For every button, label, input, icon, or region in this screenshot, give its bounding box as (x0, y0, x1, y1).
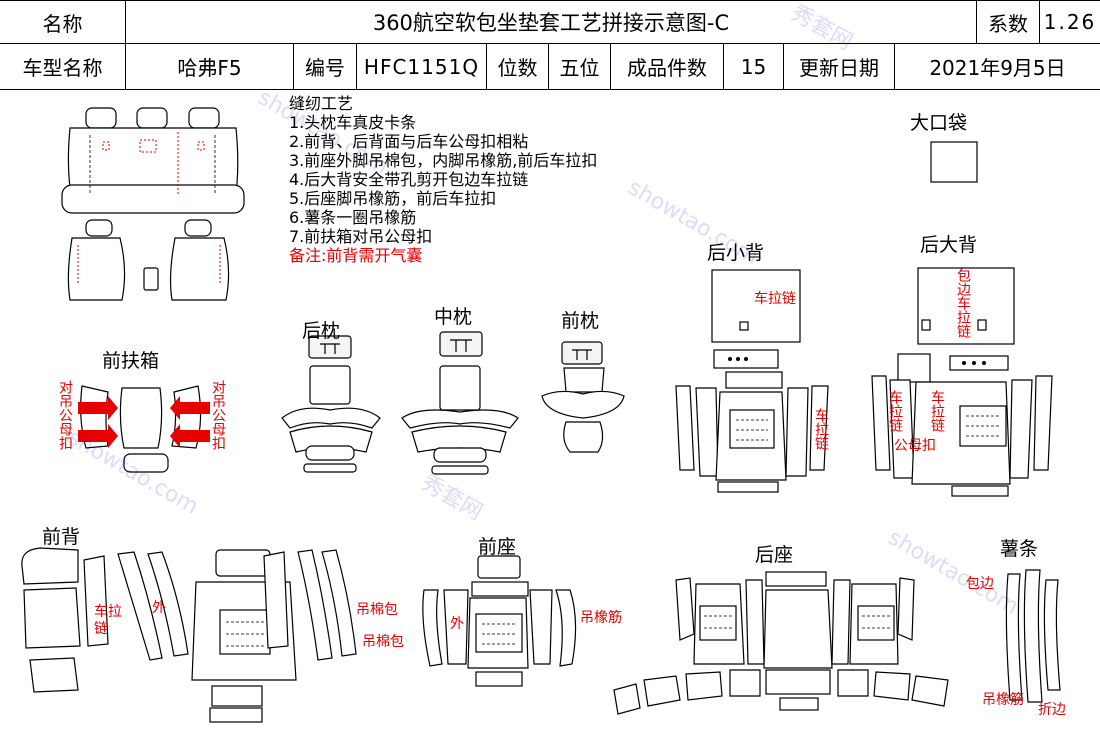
date-label: 更新日期 (784, 44, 895, 89)
note-big-back-zipper-right: 车拉链 (929, 390, 945, 432)
header-row-1: 名称 360航空软包坐垫套工艺拼接示意图-C 系数 1.26 (0, 0, 1100, 44)
header-row-2: 车型名称 哈弗F5 编号 HFC1151Q 位数 五位 成品件数 15 更新日期… (0, 44, 1100, 90)
headrest-front-shapes (541, 341, 625, 453)
seats-label: 位数 (487, 44, 549, 89)
note-item: 3.前座外脚吊棉包，内脚吊橡筋,前后车拉扣 (289, 151, 598, 170)
notes-heading: 缝纫工艺 (289, 94, 354, 113)
note-strip-elastic: 吊橡筋 (982, 692, 1024, 708)
label-mid-headrest: 中枕 (434, 306, 473, 328)
note-big-back-snap: 公母扣 (894, 438, 936, 454)
note-small-back-side-zipper: 车拉链 (813, 408, 829, 450)
note-front-seat-cotton-1: 吊棉包 (356, 602, 398, 618)
note-armrest-right: 对吊公母扣 (210, 380, 226, 450)
code-label: 编号 (294, 44, 357, 89)
note-item: 7.前扶箱对吊公母扣 (289, 227, 433, 246)
code-value: HFC1151Q (357, 44, 487, 89)
coef-value: 1.26 (1043, 10, 1097, 34)
model-label: 车型名称 (0, 44, 126, 89)
pieces-value: 15 (724, 44, 784, 89)
headrest-rear-shapes (281, 335, 381, 473)
note-front-back-zipper: 车拉链 (94, 604, 122, 637)
front-seat-shapes (422, 555, 577, 687)
note-big-back-edge-zipper: 包边车拉链 (955, 268, 971, 338)
note-front-seat-elastic: 吊橡筋 (580, 610, 622, 626)
front-armrest-shapes (78, 385, 210, 473)
rear-small-back-shapes (675, 269, 829, 493)
note-front-seat-cotton-2: 吊棉包 (362, 634, 404, 650)
label-rear-seat: 后座 (755, 544, 794, 566)
name-label: 名称 (0, 1, 126, 43)
seats-value: 五位 (549, 44, 611, 89)
headrest-mid-shapes (401, 331, 519, 475)
page-title: 360航空软包坐垫套工艺拼接示意图-C (126, 1, 977, 43)
label-front-back: 前背 (42, 526, 81, 548)
note-item: 4.后大背安全带孔剪开包边车拉链 (289, 170, 529, 189)
front-back-shapes (21, 547, 357, 723)
label-rear-headrest: 后枕 (302, 320, 341, 342)
note-front-back-outer: 外 (152, 600, 166, 616)
label-front-seat: 前座 (478, 536, 517, 558)
note-item: 6.薯条一圈吊橡筋 (289, 208, 417, 227)
label-front-headrest: 前枕 (561, 310, 600, 332)
note-big-back-zipper-left: 车拉链 (887, 390, 903, 432)
big-pocket-shape (930, 141, 978, 183)
note-armrest-left: 对吊公母扣 (57, 380, 73, 450)
strip-shapes (1005, 569, 1061, 703)
notes-remark: 备注:前背需开气囊 (289, 246, 423, 265)
sewing-notes: 缝纫工艺 1.头枕车真皮卡条 2.前背、后背面与后车公母扣相粘 3.前座外脚吊棉… (289, 94, 597, 265)
rear-seat-shapes (613, 571, 949, 715)
label-big-pocket: 大口袋 (910, 112, 968, 134)
label-front-armrest: 前扶箱 (102, 350, 160, 372)
note-item: 2.前背、后背面与后车公母扣相粘 (289, 132, 529, 151)
seat-overview-icon (61, 107, 245, 301)
pieces-label: 成品件数 (611, 44, 724, 89)
note-strip-fold: 折边 (1038, 702, 1066, 718)
coef-label: 系数 (977, 1, 1040, 43)
note-item: 5.后座脚吊橡筋，前后车拉扣 (289, 189, 497, 208)
note-small-back-zipper: 车拉链 (754, 291, 796, 307)
date-value: 2021年9月5日 (929, 56, 1066, 80)
note-item: 1.头枕车真皮卡条 (289, 113, 417, 132)
label-rear-small-back: 后小背 (707, 242, 765, 264)
label-rear-big-back: 后大背 (920, 234, 978, 256)
note-strip-edge: 包边 (966, 576, 994, 592)
rear-big-back-shapes (871, 267, 1053, 497)
note-front-seat-outer: 外 (450, 616, 464, 632)
model-value: 哈弗F5 (126, 44, 294, 89)
label-strip: 薯条 (1000, 538, 1039, 560)
